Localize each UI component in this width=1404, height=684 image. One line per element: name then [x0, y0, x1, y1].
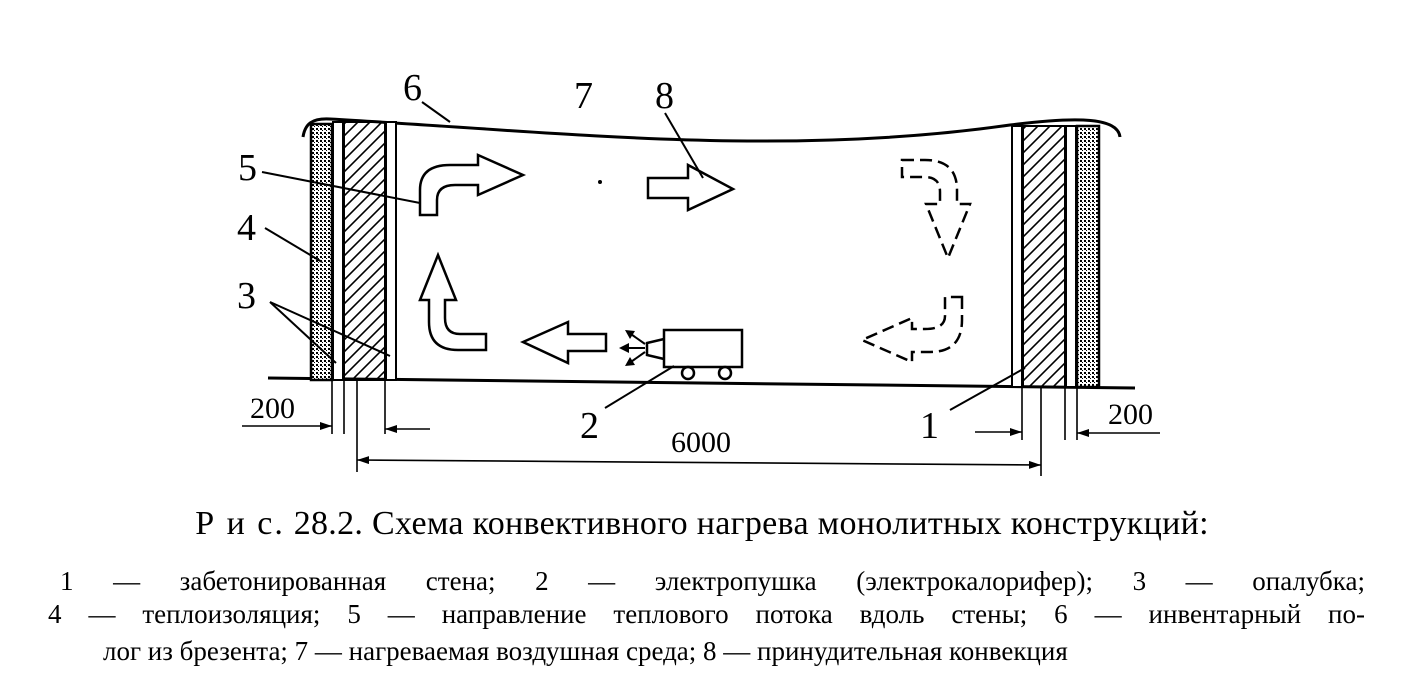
legend-line-3: лог из брезента; 7 — нагреваемая воздушн… [103, 636, 1068, 666]
label-3: 3 [237, 275, 256, 317]
return-flow-arrow-left [858, 295, 964, 364]
figure-number: 28.2. [293, 505, 364, 542]
left-formwork-inner [385, 121, 397, 381]
leader-5 [261, 171, 421, 204]
left-wall-assembly [309, 121, 397, 382]
right-formwork-outer [1065, 125, 1077, 388]
convective-heating-diagram: 6 7 8 5 4 3 2 1 200 200 6000 [237, 67, 1160, 476]
label-2: 2 [580, 405, 599, 447]
figure-prefix: Р и с. [195, 505, 285, 542]
label-5: 5 [238, 147, 257, 189]
heated-air-arrow-left [519, 320, 608, 365]
tarpaulin-cover [301, 117, 1122, 143]
electric-heater [619, 328, 744, 381]
right-concrete-wall [1022, 125, 1066, 388]
right-wall-assembly [1011, 124, 1101, 389]
heat-flow-arrow-up [418, 251, 488, 352]
leader-4 [264, 227, 323, 263]
right-formwork-inner [1011, 125, 1023, 388]
legend-line-1: 1 — забетонированная стена; 2 — электроп… [60, 566, 1365, 596]
label-4: 4 [237, 207, 256, 249]
label-8: 8 [655, 75, 674, 117]
figure-title: Схема конвективного нагрева монолитных к… [372, 505, 1209, 542]
leader-2 [604, 365, 675, 409]
legend-line-2: 4 — теплоизоляция; 5 — направление тепло… [48, 599, 1365, 629]
leader-3a [269, 301, 337, 364]
forced-convection-arrow [646, 162, 736, 212]
dim-label-right-200: 200 [1108, 398, 1153, 431]
right-insulation [1075, 124, 1101, 389]
dim-label-left-200: 200 [250, 392, 295, 425]
leader-6 [421, 101, 451, 123]
leader-8 [664, 112, 704, 179]
figure-caption-title: Р и с. 28.2. Схема конвективного нагрева… [0, 505, 1404, 543]
label-1: 1 [920, 405, 939, 447]
dim-span-6000 [356, 456, 1042, 469]
leader-3b [269, 301, 391, 357]
dim-label-6000: 6000 [671, 426, 731, 459]
left-concrete-wall [343, 121, 386, 381]
leader-1 [949, 367, 1026, 411]
air-point [598, 180, 602, 184]
label-7: 7 [574, 75, 593, 117]
heat-flow-arrow-top-left [418, 153, 527, 217]
label-6: 6 [403, 67, 422, 109]
left-formwork-outer [332, 121, 344, 381]
return-flow-arrow-down [900, 158, 972, 262]
